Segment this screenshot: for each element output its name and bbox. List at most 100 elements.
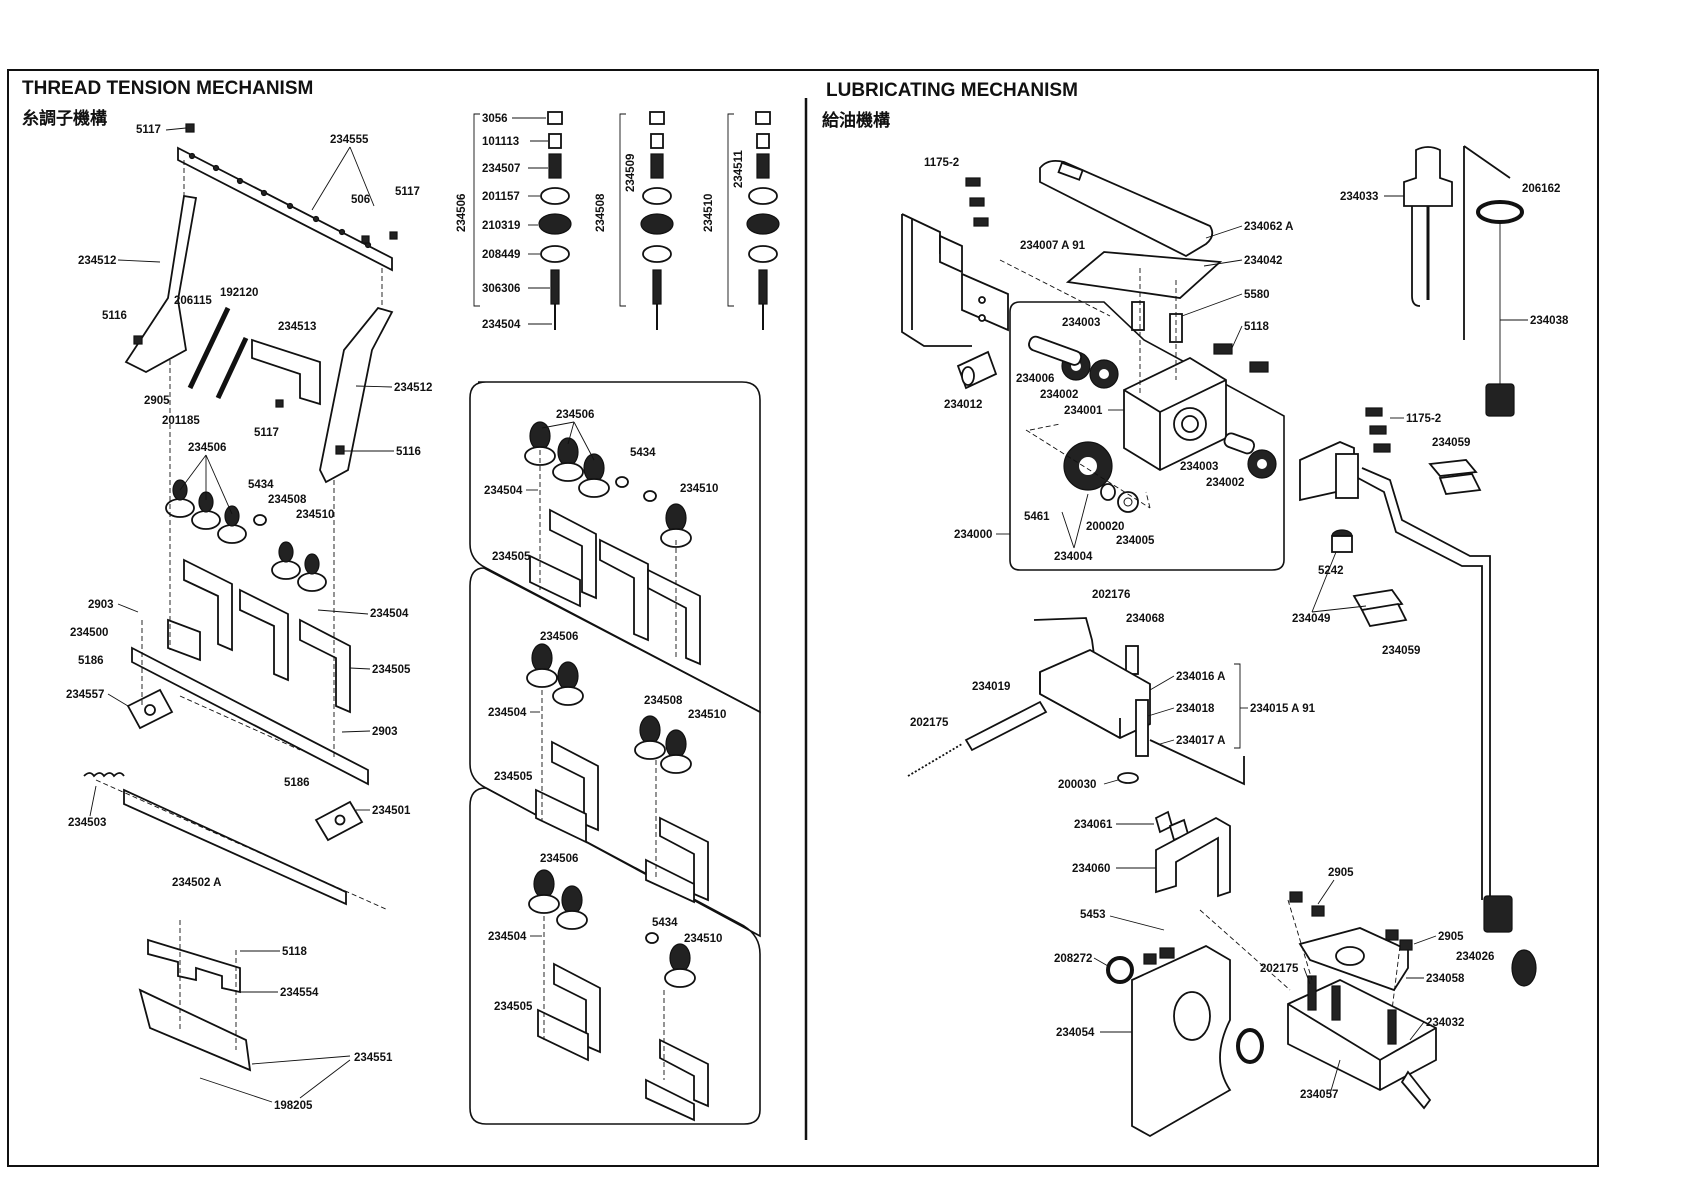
part-number-label: 234042 [1244,255,1282,267]
part-number-label: 234502 A [172,877,221,889]
part-number-label: 1175-2 [924,157,959,169]
part-number-label: 202175 [1260,963,1299,975]
part-number-label: 3056 [482,113,508,125]
holder-234551 [138,988,252,1072]
part-number-label: 206162 [1522,183,1560,195]
shaft-206115 [187,306,231,390]
part-number-label: 506 [351,194,370,206]
part-number-label: 234510 [688,709,726,721]
part-number-label: 2903 [372,726,398,738]
part-number-label: 5434 [630,447,656,459]
group-box-2 [469,567,761,938]
part-number-label: 234068 [1126,613,1165,625]
part-number-label: 234510 [296,509,334,521]
part-number-label: 5434 [652,917,678,929]
lubricating-subtitle: 給油機構 [822,110,890,131]
part-number-label: 210319 [482,220,520,232]
part-number-label: 2905 [1438,931,1464,943]
part-number-label: 234003 [1062,317,1100,329]
part-number-label: 5117 [136,124,161,136]
gasket-234042 [1065,251,1223,299]
base-234057 [1287,979,1437,1092]
part-number-label: 234059 [1382,645,1420,657]
part-number-label: 101113 [482,136,519,148]
part-number-label: 234505 [492,551,531,563]
part-number-label: 234554 [280,987,319,999]
part-number-label: 192120 [220,287,258,299]
part-number-label: 234015 A 91 [1250,703,1316,715]
part-number-label: 234504 [484,485,523,497]
part-number-label: 5117 [254,427,279,439]
part-number-label: 234504 [482,319,521,331]
part-number-label: 198205 [274,1100,313,1112]
base-bar-234500 [131,646,369,786]
part-number-label: 234049 [1292,613,1330,625]
part-number-label: 234512 [394,382,432,394]
part-number-label: 206115 [174,295,212,307]
part-number-label: 234505 [372,664,411,676]
part-number-label: 234062 A [1244,221,1293,233]
part-number-label: 234505 [494,1001,533,1013]
part-number-label: 234026 [1456,951,1494,963]
part-number-label: 234003 [1180,461,1218,473]
bar-234555 [177,146,393,272]
part-number-label: 234061 [1074,819,1113,831]
part-number-label: 306306 [482,283,520,295]
lubricating-title: LUBRICATING MECHANISM [826,80,1078,101]
part-number-label: 200020 [1086,521,1124,533]
part-number-label: 234019 [972,681,1010,693]
part-number-label: 5116 [396,446,421,458]
part-number-label: 234016 A [1176,671,1225,683]
tension-group-boxes: 234506 234504 5434 234510 234505 234506 … [469,381,761,1125]
bracket-234060 [1155,816,1231,898]
part-number-label: 234033 [1340,191,1378,203]
part-number-label: 234506 [540,631,578,643]
part-number-label: 234509 [625,154,637,192]
part-number-label: 234503 [68,817,106,829]
part-number-label: 234006 [1016,373,1054,385]
part-number-label: 234504 [370,608,409,620]
tension-units-left [165,479,327,592]
part-number-label: 234001 [1064,405,1103,417]
part-number-label: 234058 [1426,973,1465,985]
part-number-label: 234060 [1072,863,1110,875]
part-number-label: 234508 [268,494,307,506]
part-number-label: 234504 [488,931,527,943]
part-number-label: 234504 [488,707,527,719]
part-number-label: 234511 [733,150,745,188]
part-number-label: 234510 [703,194,715,232]
part-number-label: 2905 [144,395,170,407]
part-number-label: 5186 [284,777,310,789]
part-number-label: 234508 [644,695,683,707]
upright-234512-left [124,194,198,374]
part-number-label: 5117 [395,186,420,198]
part-number-label: 234004 [1054,551,1093,563]
part-number-label: 234018 [1176,703,1215,715]
part-number-label: 234507 [482,163,520,175]
rail-234554 [147,938,241,994]
thread-tension-labels: 5117 234555 506 5117 234512 206115 19212… [66,124,432,1112]
part-number-label: 234512 [78,255,116,267]
bracket-234513 [251,338,321,406]
part-number-label: 234508 [595,193,607,232]
pump-box-234000 [1009,301,1285,571]
part-number-label: 5453 [1080,909,1106,921]
part-number-label: 234057 [1300,1089,1338,1101]
part-number-label: 234059 [1432,437,1470,449]
part-number-label: 234506 [188,442,226,454]
part-number-label: 234506 [456,194,468,232]
part-number-label: 234505 [494,771,533,783]
part-number-label: 234500 [70,627,108,639]
spring-234503 [83,772,125,778]
part-number-label: 5580 [1244,289,1270,301]
part-number-label: 202175 [910,717,949,729]
part-number-label: 234506 [540,853,578,865]
oil-gauge-234033 [1403,146,1453,207]
oring-206162 [1476,200,1524,224]
part-number-label: 2905 [1328,867,1354,879]
part-number-label: 200030 [1058,779,1096,791]
part-number-label: 2903 [88,599,114,611]
part-number-label: 5118 [282,946,308,958]
part-number-label: 234551 [354,1052,393,1064]
